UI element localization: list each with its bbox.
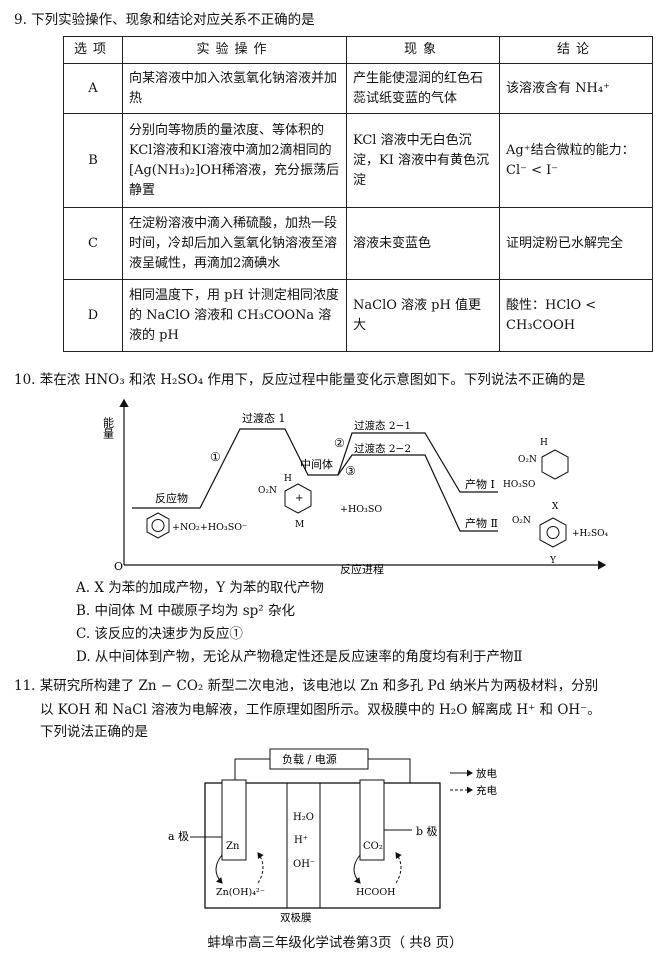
header-option: 选项 [63, 36, 123, 64]
row-conclusion: 该溶液含有 NH₄⁺ [499, 63, 653, 114]
product1-h: H [540, 438, 548, 448]
ts22-label: 过渡态 2−2 [354, 442, 411, 455]
table-row: D 相同温度下，用 pH 计测定相同浓度的 NaClO 溶液和 CH₃COONa… [63, 279, 653, 352]
intermediate-label: 中间体 [300, 457, 333, 471]
product1-label: 产物 Ⅰ [465, 477, 495, 491]
ts21-label: 过渡态 2−1 [354, 419, 411, 432]
benzene-circle [151, 519, 165, 532]
charge-label: 充电 [476, 784, 497, 797]
load-label: 负载 / 电源 [282, 752, 337, 766]
intermediate-o2n: O₂N [258, 486, 277, 496]
intermediate-m: M [295, 520, 304, 530]
oh-label: OH⁻ [293, 859, 315, 870]
q9-stem: 9. 下列实验操作、现象和结论对应关系不正确的是 [14, 12, 315, 28]
table-row: A 向某溶液中加入浓氢氧化钠溶液并加热 产生能使湿润的红色石蕊试纸变蓝的气体 该… [63, 63, 653, 114]
product2-label: 产物 Ⅱ [465, 516, 498, 530]
svg-text:+: + [295, 493, 303, 504]
step2-label: ② [334, 436, 345, 450]
benzene-ring [146, 512, 170, 539]
row-conclusion: Ag⁺结合微粒的能力：Cl⁻ < I⁻ [499, 113, 653, 208]
q11-stem-line1: 11. 某研究所构建了 Zn − CO₂ 新型二次电池，该电池以 Zn 和多孔 … [14, 678, 599, 694]
row-operation: 向某溶液中加入浓氢氧化钠溶液并加热 [122, 63, 347, 114]
row-operation: 在淀粉溶液中滴入稀硫酸，加热一段时间，冷却后加入氢氧化钠溶液至溶液呈碱性，再滴加… [122, 207, 347, 280]
row-phenomenon: 产生能使湿润的红色石蕊试纸变蓝的气体 [346, 63, 500, 114]
row-operation: 相同温度下，用 pH 计测定相同浓度的 NaClO 溶液和 CH₃COONa 溶… [122, 279, 347, 352]
row-phenomenon: NaClO 溶液 pH 值更大 [346, 279, 500, 352]
table-header-row: 选项 实验操作 现象 结论 [63, 36, 653, 64]
page-footer: 蚌埠市高三年级化学试卷第3页（ 共8 页） [207, 935, 463, 951]
q10-option-a: A. X 为苯的加成产物，Y 为苯的取代产物 [76, 580, 324, 596]
row-option: A [63, 63, 123, 114]
q10-option-c: C. 该反应的决速步为反应① [76, 626, 243, 642]
hcooh-label: HCOOH [356, 887, 395, 898]
membrane-label: 双极膜 [280, 911, 312, 924]
row-operation: 分别向等物质的量浓度、等体积的KCl溶液和KI溶液中滴加2滴相同的[Ag(NH₃… [122, 113, 347, 208]
q10-option-b: B. 中间体 M 中碳原子均为 sp² 杂化 [76, 603, 295, 619]
ts1-label: 过渡态 1 [242, 411, 286, 425]
q10-options: A. X 为苯的加成产物，Y 为苯的取代产物 B. 中间体 M 中碳原子均为 s… [76, 577, 523, 669]
h2o-label: H₂O [293, 812, 314, 823]
reagents-text: +NO₂+HO₃SO⁻ [172, 522, 247, 533]
row-option: C [63, 207, 123, 280]
hplus-label: H⁺ [294, 835, 308, 846]
header-conclusion: 结论 [499, 36, 653, 64]
hso-text: +HO₃SO [340, 504, 382, 515]
product2-h2so4: +H₂SO₄ [572, 529, 609, 539]
cell-container [204, 782, 441, 909]
row-conclusion: 酸性：HClO < CH₃COOH [499, 279, 653, 352]
zn-electrode [221, 779, 247, 861]
q11-stem-line2: 以 KOH 和 NaCl 溶液为电解液，工作原理如图所示。双极膜中的 H₂O 解… [40, 702, 601, 718]
discharge-label: 放电 [476, 767, 497, 780]
header-operation: 实验操作 [122, 36, 347, 64]
zincate-label: Zn(OH)₄²⁻ [216, 887, 265, 898]
header-phenomenon: 现象 [346, 36, 500, 64]
origin-label: O [114, 560, 123, 573]
product2-ring [539, 517, 567, 548]
product-x: X [552, 502, 559, 512]
y-axis-label: 能量 [102, 416, 115, 439]
row-option: D [63, 279, 123, 352]
x-axis-label: 反应进程 [340, 562, 384, 575]
intermediate-ring [284, 483, 312, 514]
co2-label: CO₂ [363, 841, 383, 852]
a-electrode-label: a 极 [168, 829, 189, 843]
pd-electrode [359, 779, 385, 861]
step1-label: ① [210, 450, 221, 464]
step3-label: ③ [345, 464, 356, 478]
row-phenomenon: KCl 溶液中无白色沉淀，KI 溶液中有黄色沉淀 [346, 113, 500, 208]
experiment-table: 选项 实验操作 现象 结论 A 向某溶液中加入浓氢氧化钠溶液并加热 产生能使湿润… [63, 36, 653, 352]
b-electrode-label: b 极 [416, 824, 438, 838]
reactant-label: 反应物 [155, 491, 188, 505]
q10-option-d: D. 从中间体到产物，无论从产物稳定性还是反应速率的角度均有利于产物Ⅱ [76, 649, 523, 665]
row-phenomenon: 溶液未变蓝色 [346, 207, 500, 280]
table-row: B 分别向等物质的量浓度、等体积的KCl溶液和KI溶液中滴加2滴相同的[Ag(N… [63, 113, 653, 208]
product1-o2n: O₂N [518, 455, 537, 465]
product-y: Y [549, 556, 557, 566]
q11-stem-line3: 下列说法正确的是 [40, 724, 148, 740]
table-row: C 在淀粉溶液中滴入稀硫酸，加热一段时间，冷却后加入氢氧化钠溶液至溶液呈碱性，再… [63, 207, 653, 280]
row-conclusion: 证明淀粉已水解完全 [499, 207, 653, 280]
product1-ring [541, 449, 569, 480]
intermediate-h: H [284, 474, 292, 484]
energy-diagram: 能量 O 反应进程 反应物 过渡态 1 ① 中间体 ② ③ 过渡态 2−1 过渡… [102, 398, 609, 575]
row-option: B [63, 113, 123, 208]
path-upper [132, 428, 498, 509]
product1-hso: HO₃SO [503, 480, 535, 490]
product2-o2n: O₂N [512, 516, 531, 526]
q10-stem: 10. 苯在浓 HNO₃ 和浓 H₂SO₄ 作用下，反应过程中能量变化示意图如下… [14, 372, 586, 388]
battery-diagram: 负载 / 电源 Zn CO₂ a 极 b 极 H₂O H⁺ OH⁻ 双极膜 Zn… [168, 748, 497, 924]
zn-label: Zn [226, 841, 240, 852]
path-lower [337, 454, 498, 532]
